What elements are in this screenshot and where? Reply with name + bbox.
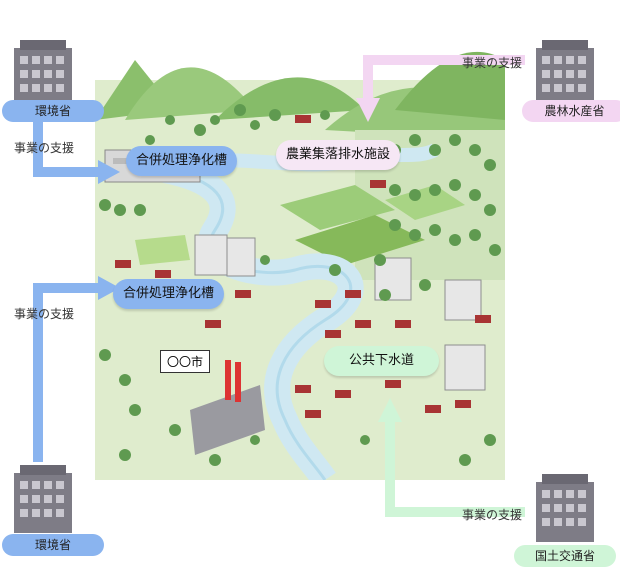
callout-johkasou-1: 合併処理浄化槽: [126, 146, 238, 176]
callout-johkasou-2: 合併処理浄化槽: [113, 279, 225, 309]
callout-rural-drainage: 農業集落排水施設: [276, 140, 401, 170]
office-building-icon: [14, 465, 72, 533]
support-label: 事業の支援: [14, 307, 75, 321]
city-label: 〇〇市: [160, 350, 211, 373]
office-building-icon: [14, 40, 72, 108]
mountains: [95, 51, 505, 140]
ministry-label-env-bottom: 環境省: [2, 534, 104, 556]
arrow-maff: [363, 55, 525, 100]
ministry-label-mlit: 国土交通省: [514, 545, 616, 567]
ministry-label-env-top: 環境省: [2, 100, 104, 122]
support-label: 事業の支援: [462, 508, 523, 522]
support-label: 事業の支援: [14, 141, 75, 155]
apartment-blocks: [194, 234, 486, 391]
office-building-icon: [536, 474, 594, 542]
factory: [190, 360, 265, 455]
ministry-label-maff: 農林水産省: [522, 100, 620, 122]
arrow-env-bottom: [33, 283, 100, 462]
arrow-env-top: [33, 118, 100, 177]
arrow-mlit: [385, 420, 525, 517]
office-building-icon: [536, 40, 594, 108]
callout-public-sewer: 公共下水道: [324, 346, 439, 376]
support-label: 事業の支援: [462, 56, 523, 70]
